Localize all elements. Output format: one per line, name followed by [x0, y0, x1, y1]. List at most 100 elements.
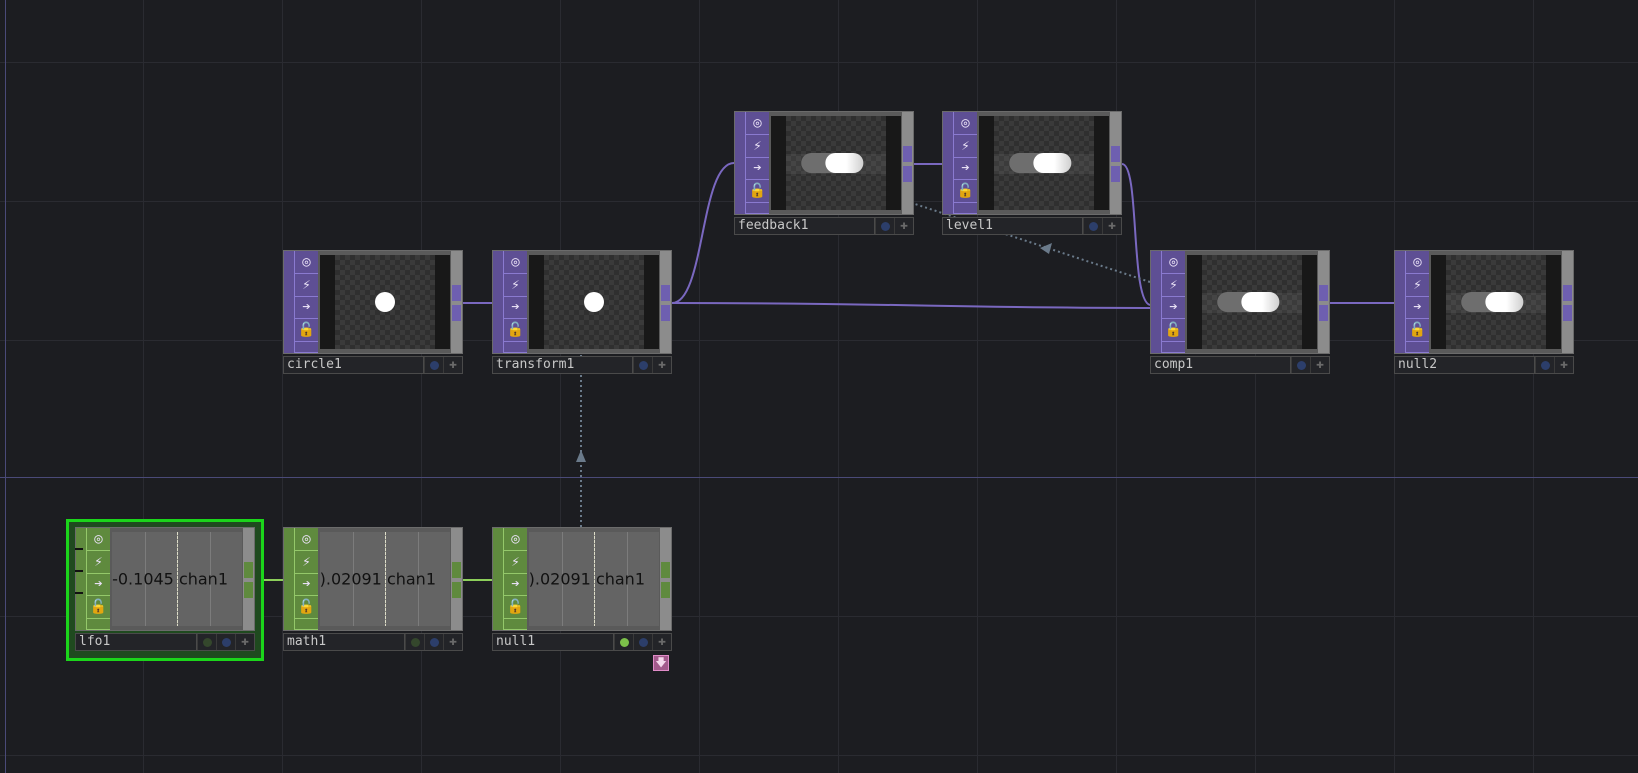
- lock-icon[interactable]: 🔓: [295, 596, 318, 620]
- node-name[interactable]: level1: [943, 218, 1083, 234]
- node-body[interactable]: ◎ ⚡ ➔ 🔓 ).02091 chan1: [283, 527, 463, 631]
- input-rail[interactable]: [76, 528, 87, 630]
- cook-flag[interactable]: [216, 634, 235, 650]
- node-name[interactable]: circle1: [284, 357, 424, 373]
- cook-flag[interactable]: [424, 634, 443, 650]
- add-button[interactable]: ✚: [1554, 357, 1573, 373]
- add-button[interactable]: ✚: [652, 357, 671, 373]
- input-rail[interactable]: [1151, 251, 1162, 353]
- bypass-icon[interactable]: ⚡: [87, 550, 110, 574]
- add-button[interactable]: ✚: [443, 634, 462, 650]
- cook-flag[interactable]: [1535, 357, 1554, 373]
- node-name[interactable]: transform1: [493, 357, 633, 373]
- lock-icon[interactable]: 🔓: [746, 180, 769, 204]
- node-name[interactable]: lfo1: [76, 634, 197, 650]
- add-button[interactable]: ✚: [1310, 357, 1329, 373]
- output-connector[interactable]: [244, 562, 253, 578]
- display-icon[interactable]: ➔: [295, 296, 318, 320]
- viewer-active-icon[interactable]: ◎: [504, 528, 527, 551]
- lock-icon[interactable]: 🔓: [1406, 319, 1429, 343]
- output-connector[interactable]: [1111, 146, 1120, 162]
- lock-icon[interactable]: 🔓: [295, 319, 318, 343]
- input-rail[interactable]: [284, 251, 295, 353]
- lock-icon[interactable]: 🔓: [504, 596, 527, 620]
- cook-flag[interactable]: [1291, 357, 1310, 373]
- input-rail[interactable]: [493, 528, 504, 630]
- input-rail[interactable]: [1395, 251, 1406, 353]
- viewer-active-icon[interactable]: ◎: [295, 528, 318, 551]
- output-connector[interactable]: [452, 305, 461, 321]
- node-feedback1[interactable]: ◎ ⚡ ➔ 🔓 feedback1 ✚: [734, 111, 914, 235]
- input-rail[interactable]: [284, 528, 295, 630]
- node-name[interactable]: math1: [284, 634, 405, 650]
- node-body[interactable]: ◎ ⚡ ➔ 🔓: [492, 250, 672, 354]
- bypass-icon[interactable]: ⚡: [1406, 273, 1429, 297]
- output-connector[interactable]: [1563, 305, 1572, 321]
- node-body[interactable]: ◎ ⚡ ➔ 🔓: [734, 111, 914, 215]
- export-flag[interactable]: [405, 634, 424, 650]
- viewer-active-icon[interactable]: ◎: [504, 251, 527, 274]
- output-connector[interactable]: [661, 305, 670, 321]
- output-connector[interactable]: [1563, 285, 1572, 301]
- export-indicator-icon[interactable]: 🡇: [653, 655, 669, 671]
- export-flag[interactable]: [614, 634, 633, 650]
- node-body[interactable]: ◎ ⚡ ➔ 🔓 ).02091 chan1: [492, 527, 672, 631]
- node-math1[interactable]: ◎ ⚡ ➔ 🔓 ).02091 chan1 math1 ✚: [283, 527, 463, 651]
- bypass-icon[interactable]: ⚡: [504, 273, 527, 297]
- input-rail[interactable]: [493, 251, 504, 353]
- output-connector[interactable]: [661, 562, 670, 578]
- output-connector[interactable]: [1111, 166, 1120, 182]
- output-connector[interactable]: [661, 582, 670, 598]
- cook-flag[interactable]: [1083, 218, 1102, 234]
- cook-flag[interactable]: [875, 218, 894, 234]
- lock-icon[interactable]: 🔓: [87, 596, 110, 620]
- node-comp1[interactable]: ◎ ⚡ ➔ 🔓 comp1 ✚: [1150, 250, 1330, 374]
- viewer-active-icon[interactable]: ◎: [746, 112, 769, 135]
- output-connector[interactable]: [452, 582, 461, 598]
- bypass-icon[interactable]: ⚡: [954, 134, 977, 158]
- output-connector[interactable]: [903, 146, 912, 162]
- export-flag[interactable]: [197, 634, 216, 650]
- node-name[interactable]: feedback1: [735, 218, 875, 234]
- output-connector[interactable]: [244, 582, 253, 598]
- output-connector[interactable]: [903, 166, 912, 182]
- input-rail[interactable]: [943, 112, 954, 214]
- node-circle1[interactable]: ◎ ⚡ ➔ 🔓 circle1 ✚: [283, 250, 463, 374]
- output-connector[interactable]: [1319, 305, 1328, 321]
- node-name[interactable]: null2: [1395, 357, 1535, 373]
- output-connector[interactable]: [1319, 285, 1328, 301]
- node-transform1[interactable]: ◎ ⚡ ➔ 🔓 transform1 ✚: [492, 250, 672, 374]
- node-null2[interactable]: ◎ ⚡ ➔ 🔓 null2 ✚: [1394, 250, 1574, 374]
- node-body[interactable]: ◎ ⚡ ➔ 🔓: [1150, 250, 1330, 354]
- bypass-icon[interactable]: ⚡: [295, 273, 318, 297]
- display-icon[interactable]: ➔: [954, 157, 977, 181]
- viewer-active-icon[interactable]: ◎: [1162, 251, 1185, 274]
- viewer-active-icon[interactable]: ◎: [87, 528, 110, 551]
- node-level1[interactable]: ◎ ⚡ ➔ 🔓 level1 ✚: [942, 111, 1122, 235]
- cook-flag[interactable]: [633, 357, 652, 373]
- display-icon[interactable]: ➔: [1406, 296, 1429, 320]
- input-rail[interactable]: [735, 112, 746, 214]
- cook-flag[interactable]: [633, 634, 652, 650]
- add-button[interactable]: ✚: [894, 218, 913, 234]
- node-null1[interactable]: ◎ ⚡ ➔ 🔓 ).02091 chan1 null1 ✚: [492, 527, 672, 651]
- bypass-icon[interactable]: ⚡: [295, 550, 318, 574]
- node-body[interactable]: ◎ ⚡ ➔ 🔓: [1394, 250, 1574, 354]
- node-name[interactable]: null1: [493, 634, 614, 650]
- bypass-icon[interactable]: ⚡: [1162, 273, 1185, 297]
- display-icon[interactable]: ➔: [87, 573, 110, 597]
- output-connector[interactable]: [452, 562, 461, 578]
- add-button[interactable]: ✚: [235, 634, 254, 650]
- node-lfo1[interactable]: ◎ ⚡ ➔ 🔓 -0.1045 chan1 lfo1 ✚: [75, 527, 255, 651]
- node-body[interactable]: ◎ ⚡ ➔ 🔓 -0.1045 chan1: [75, 527, 255, 631]
- lock-icon[interactable]: 🔓: [954, 180, 977, 204]
- display-icon[interactable]: ➔: [1162, 296, 1185, 320]
- display-icon[interactable]: ➔: [295, 573, 318, 597]
- node-name[interactable]: comp1: [1151, 357, 1291, 373]
- bypass-icon[interactable]: ⚡: [504, 550, 527, 574]
- bypass-icon[interactable]: ⚡: [746, 134, 769, 158]
- node-body[interactable]: ◎ ⚡ ➔ 🔓: [283, 250, 463, 354]
- display-icon[interactable]: ➔: [504, 296, 527, 320]
- lock-icon[interactable]: 🔓: [504, 319, 527, 343]
- cook-flag[interactable]: [424, 357, 443, 373]
